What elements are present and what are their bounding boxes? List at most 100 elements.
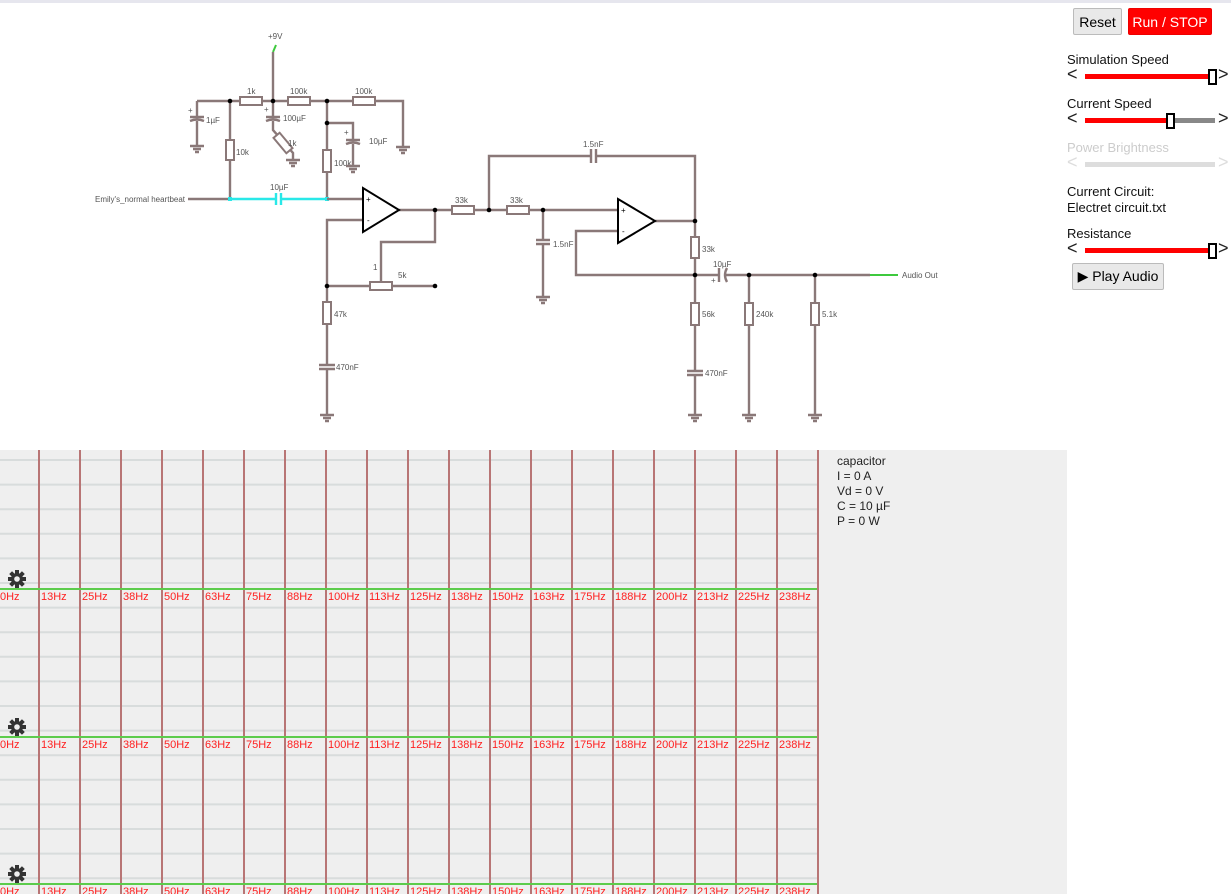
- label: 100µF: [283, 114, 306, 123]
- freq-label: 75Hz: [246, 739, 272, 751]
- resistor-100k-a[interactable]: [287, 96, 311, 106]
- freq-label: 238Hz: [779, 591, 811, 603]
- label: 1.5nF: [553, 240, 574, 249]
- label: 33k: [702, 245, 716, 254]
- label: 1.5nF: [583, 140, 604, 149]
- ground-icon: [320, 413, 334, 423]
- resistor-33k-a[interactable]: [451, 205, 475, 215]
- resistor-33k-c[interactable]: [690, 236, 700, 259]
- selected-capacitor-10uf[interactable]: [230, 193, 327, 205]
- ground-icon: [286, 158, 300, 168]
- junction-dot: [227, 98, 233, 104]
- label: 1k: [288, 139, 297, 148]
- svg-text:+: +: [711, 276, 716, 285]
- freq-label: 175Hz: [574, 591, 606, 603]
- potentiometer-5k[interactable]: [369, 281, 393, 291]
- label: 10k: [236, 148, 250, 157]
- info-title: capacitor: [837, 454, 886, 468]
- resistor-1k-angled[interactable]: [272, 131, 294, 155]
- freq-label: 88Hz: [287, 886, 313, 894]
- resistance-slider[interactable]: <>: [1067, 238, 1229, 259]
- resistor-100k-b[interactable]: [352, 96, 376, 106]
- ground-icon: [808, 413, 822, 423]
- opamp-2[interactable]: [617, 197, 657, 245]
- freq-label: 225Hz: [738, 886, 770, 894]
- freq-label: 38Hz: [123, 591, 149, 603]
- ground-icon: [536, 295, 550, 305]
- svg-text:+: +: [188, 106, 193, 115]
- resistor-100k-c[interactable]: [322, 149, 332, 173]
- ground-icon: [346, 164, 360, 174]
- freq-label: 238Hz: [779, 886, 811, 894]
- scope-settings-gear-icon[interactable]: [8, 865, 26, 883]
- freq-label: 125Hz: [410, 739, 442, 751]
- freq-label: 238Hz: [779, 739, 811, 751]
- label: 47k: [334, 310, 348, 319]
- freq-label: 13Hz: [41, 739, 67, 751]
- label: 1: [373, 263, 378, 272]
- freq-label: 88Hz: [287, 739, 313, 751]
- current-circuit-name: Electret circuit.txt: [1067, 200, 1166, 215]
- freq-label: 100Hz: [328, 739, 360, 751]
- freq-label: 38Hz: [123, 739, 149, 751]
- resistor-5-1k[interactable]: [810, 302, 820, 326]
- freq-label: 125Hz: [410, 591, 442, 603]
- freq-label: 0Hz: [0, 739, 20, 751]
- label: 33k: [455, 196, 469, 205]
- freq-label: 188Hz: [615, 591, 647, 603]
- scope-settings-gear-icon[interactable]: [8, 570, 26, 588]
- scope-settings-gear-icon[interactable]: [8, 718, 26, 736]
- junction-dot: [746, 272, 752, 278]
- current-speed-label: Current Speed: [1067, 96, 1152, 111]
- run-stop-button[interactable]: Run / STOP: [1128, 8, 1212, 35]
- freq-label: 175Hz: [574, 739, 606, 751]
- output-label: Audio Out: [902, 271, 938, 280]
- freq-label: 63Hz: [205, 739, 231, 751]
- freq-label: 213Hz: [697, 886, 729, 894]
- resistor-1k[interactable]: [239, 96, 263, 106]
- circuit-canvas[interactable]: +9V 1k 100k 100k + 1µF 10k + 100µF 1k + …: [0, 3, 1067, 450]
- resistor-33k-b[interactable]: [506, 205, 530, 215]
- junction-dot: [540, 207, 546, 213]
- freq-label: 50Hz: [164, 739, 190, 751]
- freq-label: 163Hz: [533, 591, 565, 603]
- top-border: [0, 0, 1231, 3]
- control-panel: Reset Run / STOP Simulation Speed <> Cur…: [1067, 0, 1231, 894]
- label: 100k: [290, 87, 308, 96]
- freq-label: 100Hz: [328, 886, 360, 894]
- input-label: Emily's_normal heartbeat: [95, 195, 186, 204]
- label: 56k: [702, 310, 716, 319]
- freq-label: 88Hz: [287, 591, 313, 603]
- junction-dot: [324, 120, 330, 126]
- element-info: capacitor I = 0 A Vd = 0 V C = 10 µF P =…: [837, 454, 890, 529]
- freq-label: 225Hz: [738, 739, 770, 751]
- resistor-10k[interactable]: [225, 139, 235, 161]
- info-voltage: Vd = 0 V: [837, 484, 884, 498]
- freq-label: 163Hz: [533, 739, 565, 751]
- reset-button[interactable]: Reset: [1073, 8, 1122, 35]
- ground-icon: [742, 413, 756, 423]
- sim-speed-label: Simulation Speed: [1067, 52, 1169, 67]
- sim-speed-slider[interactable]: <>: [1067, 64, 1229, 85]
- freq-label: 100Hz: [328, 591, 360, 603]
- freq-label: 125Hz: [410, 886, 442, 894]
- opamp-1[interactable]: [362, 186, 401, 234]
- junction-dot: [692, 218, 698, 224]
- junction-dot: [486, 207, 492, 213]
- resistor-47k[interactable]: [322, 301, 332, 325]
- freq-label: 138Hz: [451, 591, 483, 603]
- power-brightness-slider: <>: [1067, 152, 1229, 172]
- resistor-240k[interactable]: [744, 302, 754, 326]
- power-brightness-label: Power Brightness: [1067, 140, 1169, 155]
- current-speed-slider[interactable]: <>: [1067, 108, 1229, 129]
- info-power: P = 0 W: [837, 514, 880, 528]
- junction-dot: [324, 98, 330, 104]
- resistor-56k[interactable]: [690, 302, 700, 326]
- freq-label: 0Hz: [0, 886, 20, 894]
- freq-label: 63Hz: [205, 886, 231, 894]
- freq-label: 213Hz: [697, 739, 729, 751]
- play-audio-button[interactable]: ▶ Play Audio: [1072, 263, 1164, 290]
- freq-label: 0Hz: [0, 591, 20, 603]
- label: 470nF: [336, 363, 359, 372]
